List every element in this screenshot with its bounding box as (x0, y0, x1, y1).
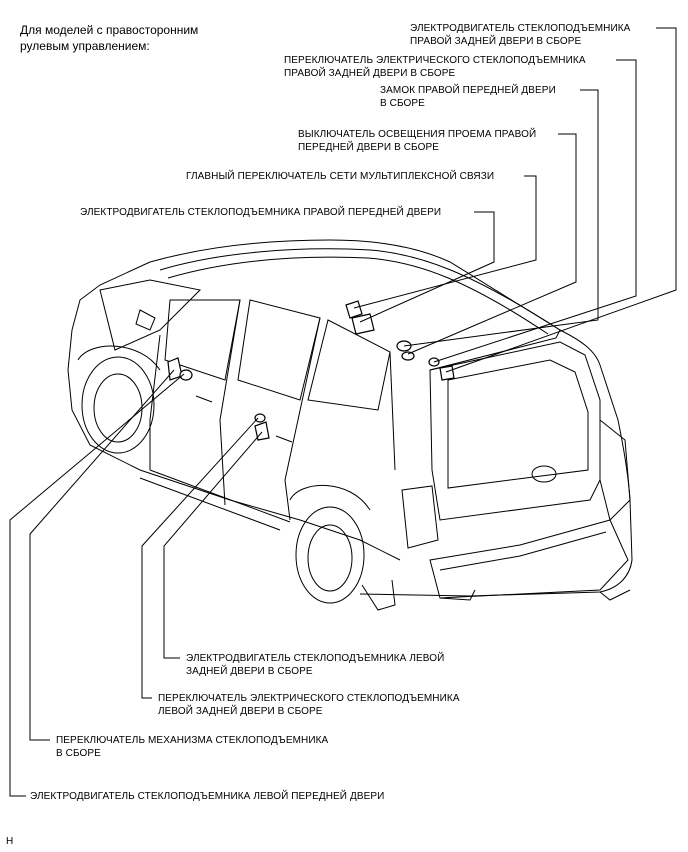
leader-lines (9, 27, 677, 797)
label-lr-window-switch: ПЕРЕКЛЮЧАТЕЛЬ ЭЛЕКТРИЧЕСКОГО СТЕКЛОПОДЪЕ… (158, 693, 460, 717)
label-rr-window-switch: ПЕРЕКЛЮЧАТЕЛЬ ЭЛЕКТРИЧЕСКОГО СТЕКЛОПОДЪЕ… (284, 55, 586, 79)
label-mpx-master-switch: ГЛАВНЫЙ ПЕРЕКЛЮЧАТЕЛЬ СЕТИ МУЛЬТИПЛЕКСНО… (186, 171, 495, 182)
leader-lf-motor (9, 373, 185, 797)
label-rf-courtesy-switch: ВЫКЛЮЧАТЕЛЬ ОСВЕЩЕНИЯ ПРОЕМА ПРАВОЙ ПЕРЕ… (298, 129, 537, 153)
label-lr-window-motor: ЭЛЕКТРОДВИГАТЕЛЬ СТЕКЛОПОДЪЕМНИКА ЛЕВОЙ … (186, 653, 445, 677)
leader-lr-motor (163, 431, 263, 659)
model-note: Для моделей с правосторонним рулевым упр… (20, 23, 199, 53)
leader-mpx-master (353, 175, 537, 309)
leader-rf-courtesy (407, 133, 577, 355)
rf-courtesy-switch (401, 351, 415, 361)
rf-window-motor (351, 313, 375, 335)
label-lf-regulator-switch: ПЕРЕКЛЮЧАТЕЛЬ МЕХАНИЗМА СТЕКЛОПОДЪЕМНИКА… (56, 735, 329, 759)
leader-rr-switch (433, 59, 637, 363)
rr-window-motor (439, 365, 455, 381)
leader-rr-motor (445, 27, 677, 373)
leader-lf-regulator-switch (29, 369, 175, 741)
label-lf-window-motor: ЭЛЕКТРОДВИГАТЕЛЬ СТЕКЛОПОДЪЕМНИКА ЛЕВОЙ … (30, 791, 385, 802)
component-marks (167, 300, 455, 441)
figure-code: H (6, 836, 14, 847)
leader-rf-lock (403, 89, 599, 347)
mpx-master-switch (345, 300, 363, 319)
label-rf-door-lock: ЗАМОК ПРАВОЙ ПЕРЕДНЕЙ ДВЕРИ В СБОРЕ (380, 85, 556, 109)
leader-lr-switch (141, 417, 259, 699)
vehicle-outline (67, 239, 633, 611)
label-rf-window-motor: ЭЛЕКТРОДВИГАТЕЛЬ СТЕКЛОПОДЪЕМНИКА ПРАВОЙ… (80, 207, 442, 218)
lr-window-switch (254, 413, 266, 423)
lf-window-motor (179, 369, 193, 381)
leader-rf-motor (359, 211, 495, 323)
label-rr-window-motor: ЭЛЕКТРОДВИГАТЕЛЬ СТЕКЛОПОДЪЕМНИКА ПРАВОЙ… (410, 23, 631, 47)
